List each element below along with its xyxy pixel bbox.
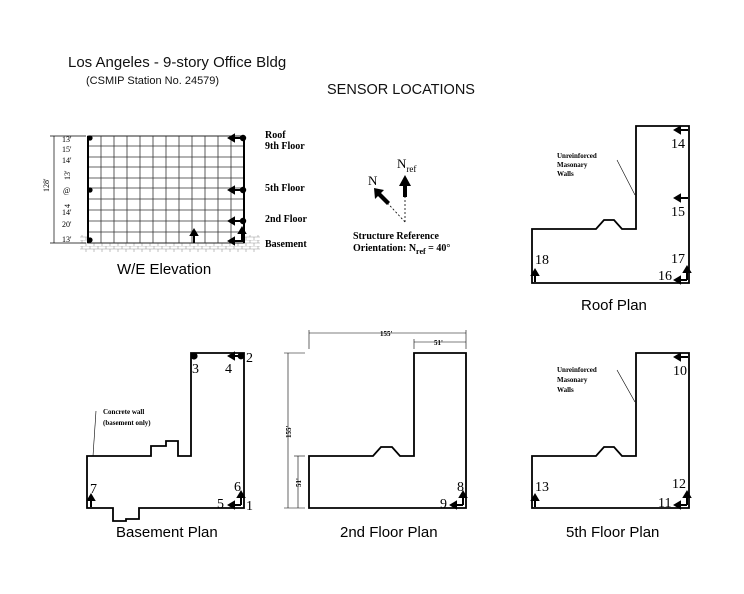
second-floor-plan-caption: 2nd Floor Plan: [340, 524, 438, 541]
sensor-label: 4: [225, 362, 232, 377]
nref-sub: ref: [406, 164, 416, 174]
level-label: 5th Floor: [265, 183, 305, 194]
total-height-label: 128': [42, 178, 51, 192]
second-floor-sensor-arrows: [449, 490, 468, 510]
svg-text:Concrete wall: Concrete wall: [103, 408, 144, 416]
level-label: Roof: [265, 130, 286, 141]
sensor-label: 14: [671, 137, 685, 152]
sensor-label: 16: [658, 269, 672, 284]
story-height: 13': [63, 170, 72, 180]
dimension-label: 51': [295, 478, 303, 487]
sensor-label: 17: [671, 252, 685, 267]
sensor-label: 13: [535, 480, 549, 495]
sensor-label: 7: [90, 482, 97, 497]
north-arrow-icon: [374, 188, 390, 205]
level-label: 2nd Floor: [265, 214, 308, 225]
second-floor-dimensions: [284, 330, 467, 509]
sensor-label: 15: [671, 205, 685, 220]
fifth-floor-plan-outline: [531, 352, 690, 509]
level-label: 9th Floor: [265, 141, 305, 152]
section-title: SENSOR LOCATIONS: [327, 82, 475, 98]
svg-text:Unreinforced: Unreinforced: [557, 366, 597, 374]
basement-plan-outline: [86, 352, 245, 522]
svg-text:Masonary: Masonary: [557, 376, 588, 384]
dimension-label: 155': [380, 330, 393, 338]
elevation-drawing: [50, 133, 260, 252]
roof-sensor-arrows: [530, 125, 692, 285]
orientation-line2: Orientation: Nref = 40°: [353, 243, 450, 256]
sensor-label: 8: [457, 480, 464, 495]
story-height: 4: [63, 204, 72, 208]
svg-text:Masonary: Masonary: [557, 161, 588, 169]
fifth-floor-plan-caption: 5th Floor Plan: [566, 524, 659, 541]
nref-arrow-icon: [399, 175, 411, 197]
sensor-label: 10: [673, 364, 687, 379]
story-height: @: [63, 186, 70, 195]
sensor-label: 3: [192, 362, 199, 377]
sensor-label: 9: [440, 497, 447, 512]
nref-main: N: [397, 156, 407, 171]
svg-text:(basement only): (basement only): [103, 419, 151, 427]
story-height: 13': [62, 135, 72, 144]
story-height: 14': [62, 208, 72, 217]
orientation-line1: Structure Reference: [353, 231, 440, 242]
story-height: 20': [62, 220, 72, 229]
fifth-sensor-arrows: [530, 352, 692, 510]
roof-plan-caption: Roof Plan: [581, 297, 647, 314]
dimension-label: 51': [434, 339, 443, 347]
basement-note: Concrete wall (basement only): [103, 408, 151, 427]
sensor-label: 6: [234, 480, 241, 495]
nref-label: Nref: [397, 156, 416, 174]
sensor-label: 1: [246, 499, 253, 514]
sensor-label: 5: [217, 497, 224, 512]
sensor-label: 11: [658, 496, 671, 511]
sensor-dot: [87, 135, 93, 141]
svg-text:Walls: Walls: [557, 170, 574, 178]
sensor-label: 18: [535, 253, 549, 268]
svg-text:Walls: Walls: [557, 386, 574, 394]
basement-plan-caption: Basement Plan: [116, 524, 218, 541]
north-label: N: [368, 173, 378, 188]
elevation-caption: W/E Elevation: [117, 261, 211, 278]
sensor-label: 2: [246, 351, 253, 366]
fifth-note: Unreinforced Masonary Walls: [557, 366, 597, 394]
level-labels: Roof 9th Floor 5th Floor 2nd Floor Basem…: [265, 130, 308, 250]
dimension-label: 155': [285, 426, 293, 439]
roof-sensor-labels: 14 15 17 16 18: [535, 137, 685, 284]
second-floor-plan-outline: [308, 352, 467, 509]
page-title: Los Angeles - 9-story Office Bldg: [68, 54, 287, 71]
station-subtitle: (CSMIP Station No. 24579): [86, 75, 220, 87]
story-height: 14': [62, 156, 72, 165]
sensor-dot: [87, 237, 93, 243]
roof-note: Unreinforced Masonary Walls: [557, 152, 597, 178]
story-height-labels: 13' 15' 14' 13' @ 4 14' 20' 13': [62, 135, 72, 244]
story-height: 15': [62, 145, 72, 154]
basement-sensor-labels: 2 3 4 6 5 1 7: [90, 351, 253, 514]
svg-text:Unreinforced: Unreinforced: [557, 152, 597, 160]
level-label: Basement: [265, 239, 307, 250]
story-height: 13': [62, 235, 72, 244]
orientation-arrows: [374, 175, 411, 223]
roof-plan-outline: [531, 125, 690, 284]
sensor-label: 12: [672, 477, 686, 492]
basement-sensor-arrows: [86, 351, 246, 510]
sensor-dot: [87, 187, 93, 193]
